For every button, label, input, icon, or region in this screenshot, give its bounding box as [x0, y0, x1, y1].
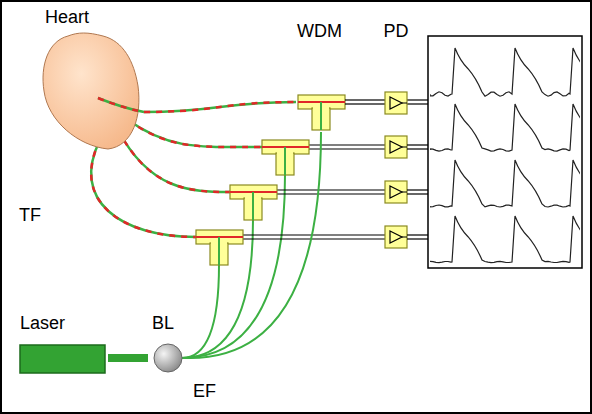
photodetector: PD	[378, 20, 414, 116]
signal-wire	[407, 144, 428, 145]
action-potential-trace	[430, 104, 580, 151]
fiber	[190, 132, 321, 358]
amp-out	[402, 192, 407, 193]
node-label: Laser	[18, 312, 108, 334]
signal-wire	[358, 103, 378, 104]
signal-wire	[407, 99, 428, 100]
excitation-fibers	[182, 175, 285, 358]
wdm-green-path	[284, 147, 286, 175]
fiber-connector	[190, 132, 321, 358]
fiber-label: EF	[192, 380, 217, 402]
fiber	[182, 265, 219, 358]
action-potential-trace	[430, 160, 580, 207]
signal-wire	[345, 99, 358, 100]
amp-out	[402, 103, 407, 104]
fiber	[182, 357, 190, 359]
fiber-dash	[144, 102, 296, 112]
amplifier-symbol	[390, 97, 402, 109]
fiber-core	[144, 102, 296, 112]
fiber-core	[91, 140, 196, 237]
trace-panel	[428, 36, 582, 268]
fiber-dash	[128, 120, 262, 147]
signal-wire	[407, 148, 428, 149]
node-label: WDM	[296, 20, 358, 42]
wdm-green-path	[320, 102, 322, 130]
photodiode-box	[385, 181, 407, 203]
signal-wire	[378, 99, 385, 100]
ball-lens	[154, 344, 182, 372]
node-label: BL	[148, 312, 190, 334]
optical-traces	[430, 48, 580, 263]
action-potential-trace	[430, 216, 580, 263]
signal-wire	[277, 193, 385, 194]
amplifier-symbol	[390, 141, 402, 153]
signal-wire	[378, 103, 385, 104]
fiber	[182, 175, 285, 358]
laser-body	[20, 345, 105, 373]
signal-wire	[407, 189, 428, 190]
fiber-connector	[144, 102, 296, 112]
fiber-dash	[91, 140, 196, 237]
fiber-core	[128, 120, 262, 147]
laser-source: Laser	[18, 312, 108, 376]
photodiode-box	[385, 136, 407, 158]
fiber-dash	[118, 130, 230, 192]
fiber	[182, 220, 253, 358]
photodiode-box	[385, 92, 407, 114]
amp-out	[402, 237, 407, 238]
signal-wire	[407, 103, 428, 104]
amplifier-symbol	[390, 231, 402, 243]
fiber-connector	[358, 100, 378, 104]
amplifier-symbol	[390, 186, 402, 198]
node-label: PD	[378, 20, 414, 42]
node-label: Heart	[38, 6, 144, 28]
wdm-coupler: WDM	[296, 20, 358, 132]
fiber-end	[98, 98, 144, 112]
fiber-connector	[108, 358, 148, 359]
wdm-pd-chain	[196, 100, 428, 265]
wdm-green-path	[218, 237, 220, 265]
wdm-green-path	[252, 192, 254, 220]
fiber-core	[118, 130, 230, 192]
action-potential-trace	[430, 48, 580, 96]
signal-wire	[277, 189, 385, 190]
signal-wire	[243, 238, 385, 239]
signal-wire	[407, 193, 428, 194]
beam-launcher: BL	[148, 312, 190, 376]
signal-wire	[407, 234, 428, 235]
heart-organ-shape	[38, 6, 144, 154]
photodiode-box	[385, 226, 407, 248]
laser-beam	[108, 354, 148, 362]
heart-organ: Heart	[38, 6, 144, 154]
fiber-end-dash	[98, 98, 144, 112]
signal-wire	[345, 103, 358, 104]
fiber-label: TF	[18, 204, 42, 226]
signal-wire	[358, 99, 378, 100]
amp-out	[402, 147, 407, 148]
signal-wire	[407, 238, 428, 239]
signal-wire	[243, 234, 385, 235]
heart-outline	[43, 33, 139, 149]
